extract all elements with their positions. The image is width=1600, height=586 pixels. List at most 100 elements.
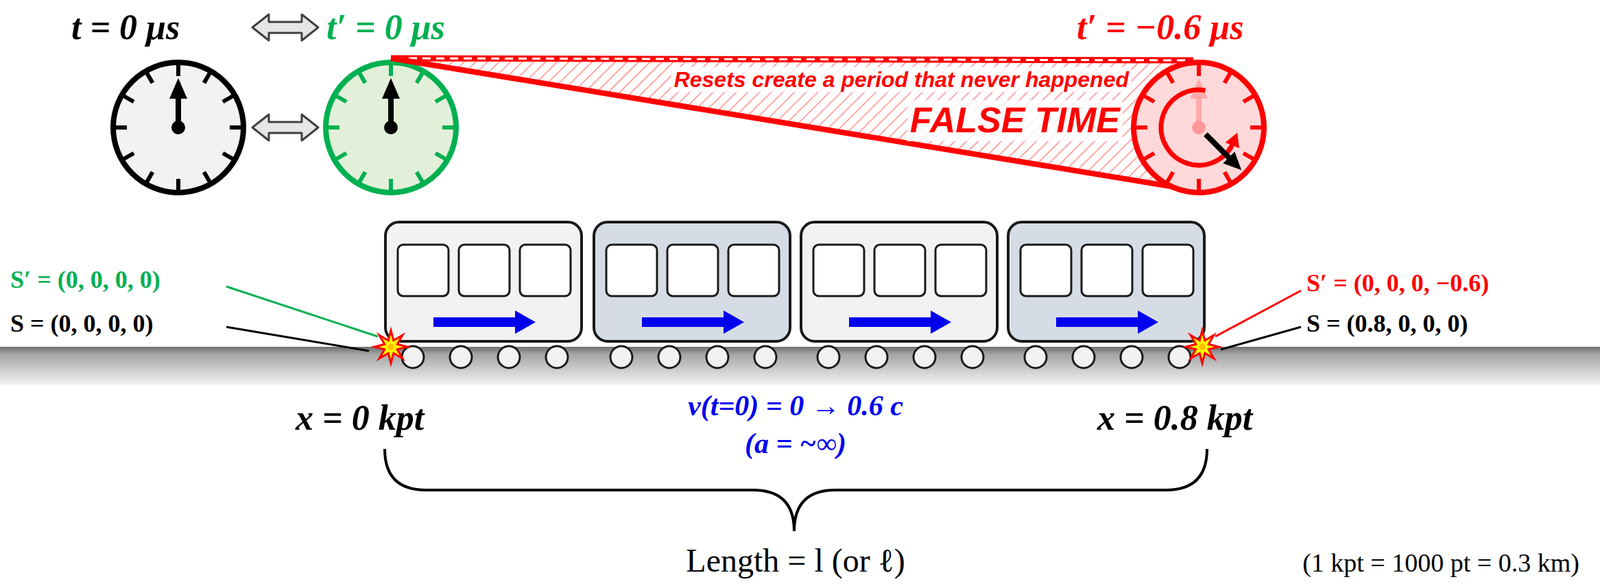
wheel: [497, 346, 520, 369]
clock-center: [384, 120, 398, 135]
event-coordinates: S = (0.8, 0, 0, 0): [1306, 309, 1469, 339]
position-label: x = 0.8 kpt: [1097, 397, 1253, 439]
event-burst-core: [1198, 343, 1206, 351]
train-car: [385, 222, 582, 369]
clock-tick: [146, 72, 153, 83]
wedge-diagonal-edge: [390, 58, 1184, 189]
car-window: [813, 244, 865, 297]
clock-tick: [1143, 96, 1155, 103]
clock-face: [1133, 62, 1264, 193]
motion-arrow: [433, 310, 536, 334]
text-slot: t′ = 0 μs: [326, 6, 446, 49]
wheel: [545, 346, 568, 369]
clock-hand-tip: [381, 78, 400, 99]
length-brace: [384, 449, 1208, 532]
ground: [0, 347, 1600, 386]
car-body: [593, 222, 791, 342]
clock-tick: [359, 172, 366, 184]
clock-tick: [1135, 125, 1148, 130]
label-slot: S′ = (0, 0, 0, −0.6): [1306, 269, 1489, 298]
clock-hand: [1205, 134, 1229, 158]
clock-tick: [204, 172, 211, 184]
event-coordinates: S = (0, 0, 0, 0): [10, 309, 154, 339]
car-window: [1142, 244, 1194, 297]
wheel: [1120, 346, 1143, 369]
train-car: [1008, 222, 1205, 369]
time-heading: t′ = −0.6 μs: [1076, 6, 1244, 49]
event-coordinates: S′ = (0, 0, 0, 0): [10, 266, 161, 295]
length-label: Length = l (or ℓ): [685, 541, 905, 580]
leader-line: [226, 286, 378, 337]
label-slot: (1 kpt = 1000 pt = 0.3 km): [1302, 548, 1580, 579]
clock-tick: [176, 63, 181, 77]
clock-node: t = 0 μs: [68, 3, 249, 203]
wheel: [706, 346, 729, 369]
event-burst: [374, 330, 408, 364]
label-slot: v(t=0) = 0 → 0.6 c: [687, 389, 904, 423]
clock-tick: [204, 72, 211, 83]
clock-tick: [1243, 96, 1255, 103]
clock-tick: [229, 125, 243, 130]
clock-tick: [359, 72, 366, 83]
equivalence-arrow: [252, 14, 319, 41]
clock-tick: [335, 96, 347, 103]
event-burst: [1185, 330, 1219, 364]
reset-arc-head: [1225, 133, 1240, 149]
wheel: [1072, 346, 1095, 369]
clock-tick: [388, 178, 393, 192]
wedge-top-edge: [390, 58, 1194, 61]
ghost-center: [1191, 120, 1206, 135]
clock-tick: [146, 172, 153, 184]
wheel: [1168, 346, 1191, 369]
clock-tick: [442, 125, 455, 130]
clock-face: [113, 62, 244, 193]
unit-note: (1 kpt = 1000 pt = 0.3 km): [1302, 548, 1580, 579]
train-car: [801, 222, 998, 369]
clock-tick: [435, 153, 447, 160]
label-slot: (a = ~∞): [744, 427, 847, 461]
car-body: [385, 222, 582, 342]
band-text: Resets create a period that never happen…: [671, 67, 1132, 93]
wheel: [961, 346, 984, 369]
clock-tick: [1224, 72, 1232, 83]
false-time-wedge: [390, 58, 1194, 189]
clock-face: [325, 62, 457, 193]
event-burst-core: [387, 343, 395, 351]
position-label: x = 0 kpt: [295, 397, 424, 439]
wedge-top-dash: [395, 58, 1191, 61]
time-heading: t′ = 0 μs: [326, 6, 446, 49]
label-slot: x = 0 kpt: [295, 397, 424, 439]
car-window: [519, 244, 571, 297]
clock-node: t′ = 0 μs: [322, 3, 505, 203]
clock-tick: [416, 72, 424, 83]
car-body: [1008, 222, 1205, 342]
car-window: [397, 244, 449, 297]
wheel: [817, 346, 840, 369]
velocity-label: v(t=0) = 0 → 0.6 c: [687, 389, 904, 423]
car-window: [667, 244, 719, 297]
acceleration-label: (a = ~∞): [744, 427, 847, 461]
band-text: FALSE TIME: [907, 100, 1123, 142]
clock-node: t′ = −0.6 μs: [1073, 3, 1331, 203]
train-car: [593, 222, 791, 369]
clock-tick: [1167, 172, 1174, 184]
wheel: [449, 346, 472, 369]
clock-tick: [435, 96, 447, 103]
clock-center: [171, 120, 186, 135]
wheel: [913, 346, 936, 369]
label-slot: S = (0, 0, 0, 0): [10, 309, 154, 339]
car-window: [728, 244, 780, 297]
car-window: [1081, 244, 1133, 297]
car-window: [935, 244, 987, 297]
false-time-band: Resets create a period that never happen…: [384, 48, 1201, 196]
clock-tick: [327, 125, 340, 130]
motion-arrow: [641, 310, 745, 334]
clock-tick: [1243, 153, 1255, 160]
clock-tick: [176, 178, 181, 192]
text-slot: t′ = −0.6 μs: [1076, 6, 1244, 49]
car-body: [801, 222, 998, 342]
wheel: [401, 346, 424, 369]
clock-tick: [1143, 153, 1155, 160]
clock-tick: [335, 153, 347, 160]
label-slot: x = 0.8 kpt: [1097, 397, 1253, 439]
